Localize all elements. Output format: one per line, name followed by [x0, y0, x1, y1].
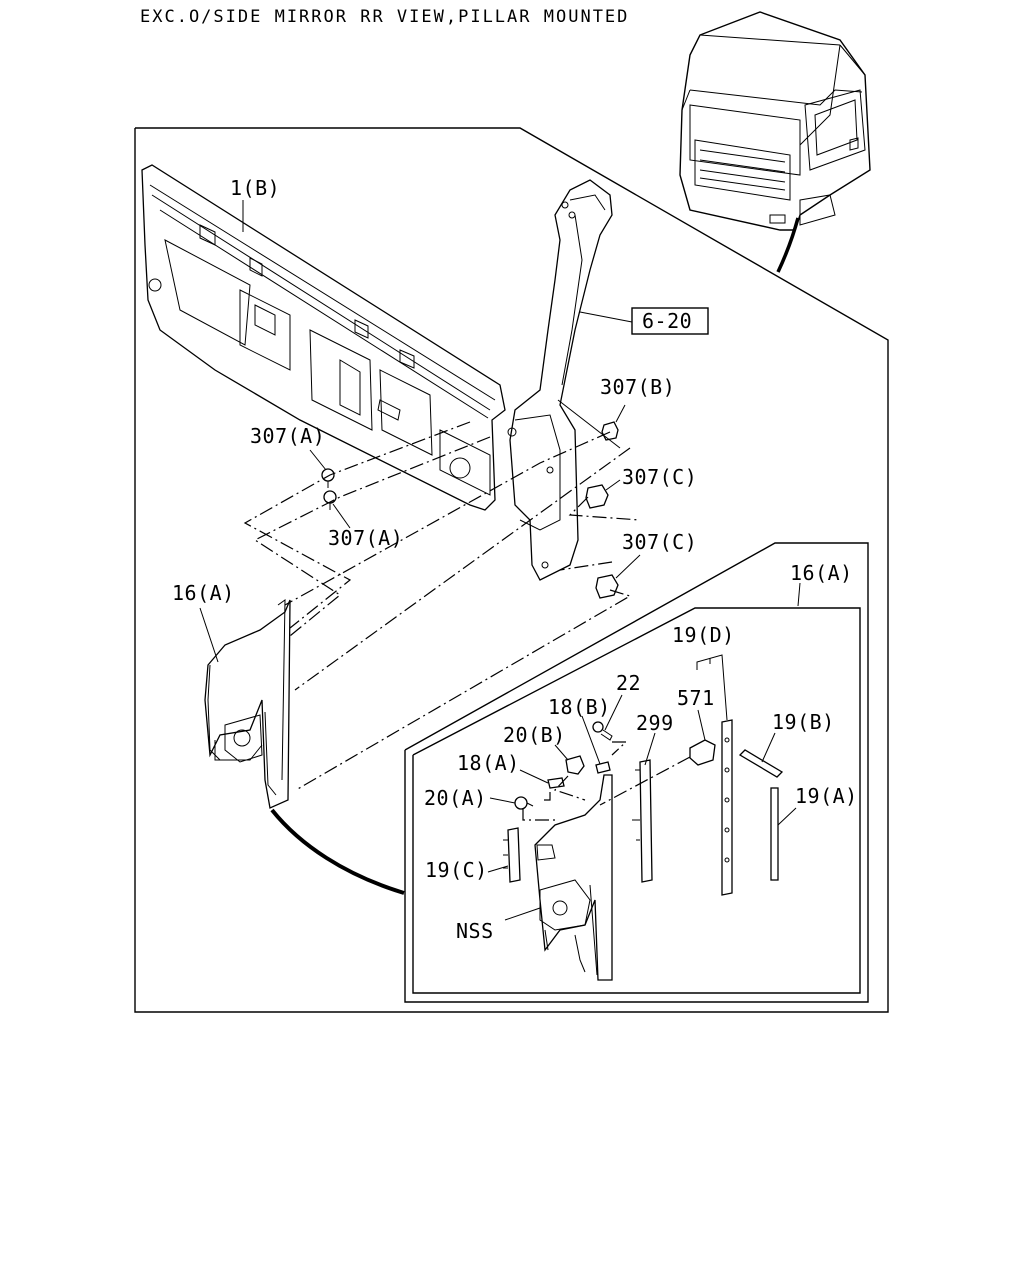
strip-19a: [770, 787, 779, 881]
leader-307a-upper: [309, 449, 327, 471]
diagram-title: EXC.O/SIDE MIRROR RR VIEW,PILLAR MOUNTED: [140, 7, 629, 27]
leader-19b: [761, 732, 776, 763]
leader-nss: [504, 907, 541, 921]
leader-571: [697, 709, 706, 741]
detail-arrow: [270, 808, 405, 895]
label-19d: 19(D): [672, 623, 735, 647]
leader-16a-main: [199, 607, 219, 663]
leader-22: [604, 694, 623, 731]
label-20b: 20(B): [503, 723, 566, 747]
detail-frame: [404, 542, 869, 1003]
trim-panel-detail: [534, 774, 613, 981]
leader-20a: [489, 797, 516, 804]
label-307c-upper: 307(C): [622, 465, 697, 489]
assembly-line-571: [599, 756, 691, 806]
plug-20a: [514, 796, 534, 810]
label-571: 571: [677, 686, 715, 710]
label-307a-upper: 307(A): [250, 424, 325, 448]
label-299: 299: [636, 711, 674, 735]
strip-19b: [738, 749, 784, 778]
label-307a-lower: 307(A): [328, 526, 403, 550]
label-16a-detail: 16(A): [790, 561, 853, 585]
label-16a-main: 16(A): [172, 581, 235, 605]
leader-307c-lower: [615, 554, 641, 579]
label-19c: 19(C): [425, 858, 488, 882]
screw-22: [592, 721, 613, 741]
leader-6-20: [579, 311, 633, 323]
leader-19c: [487, 865, 509, 873]
cowl-side-trim-main: [204, 599, 291, 809]
label-18b: 18(B): [548, 695, 611, 719]
assembly-line-22: [611, 741, 628, 756]
leader-299: [644, 732, 656, 766]
label-307c-lower: 307(C): [622, 530, 697, 554]
clip-18b: [595, 761, 611, 774]
assembly-line-18a: [540, 792, 551, 801]
strip-299: [632, 759, 653, 883]
assembly-lines: [243, 399, 641, 791]
label-1b: 1(B): [230, 176, 280, 200]
truck-cab-thumbnail: [679, 11, 871, 273]
reference-box-label: 6-20: [642, 309, 692, 333]
dash-panel: [141, 164, 506, 511]
leader-307a-lower: [332, 503, 351, 529]
leader-19a: [777, 807, 797, 826]
label-19a: 19(A): [795, 784, 858, 808]
label-19b: 19(B): [772, 710, 835, 734]
clip-307b: [601, 421, 619, 441]
label-20a: 20(A): [424, 786, 487, 810]
assembly-line-20b: [553, 775, 586, 801]
bracket-571: [689, 739, 716, 766]
leader-307b: [615, 404, 626, 423]
clip-20b: [565, 755, 585, 775]
label-nss: NSS: [456, 919, 494, 943]
rail-19d: [721, 719, 733, 896]
reference-box: [631, 307, 709, 335]
leader-20b: [554, 744, 569, 761]
label-18a: 18(A): [457, 751, 520, 775]
pillar: [507, 179, 613, 581]
label-307b: 307(B): [600, 375, 675, 399]
clip-307c-lower: [595, 574, 619, 599]
clip-18a: [547, 777, 565, 789]
outer-frame: [134, 127, 889, 1013]
clip-307c-upper: [585, 484, 609, 509]
leader-307c-upper: [605, 479, 621, 491]
leader-16a-detail: [797, 582, 801, 607]
leader-18b: [581, 715, 601, 765]
label-22: 22: [616, 671, 641, 695]
leader-18a: [519, 769, 549, 784]
bracket-19c: [503, 827, 521, 883]
assembly-line-20a: [522, 808, 558, 821]
